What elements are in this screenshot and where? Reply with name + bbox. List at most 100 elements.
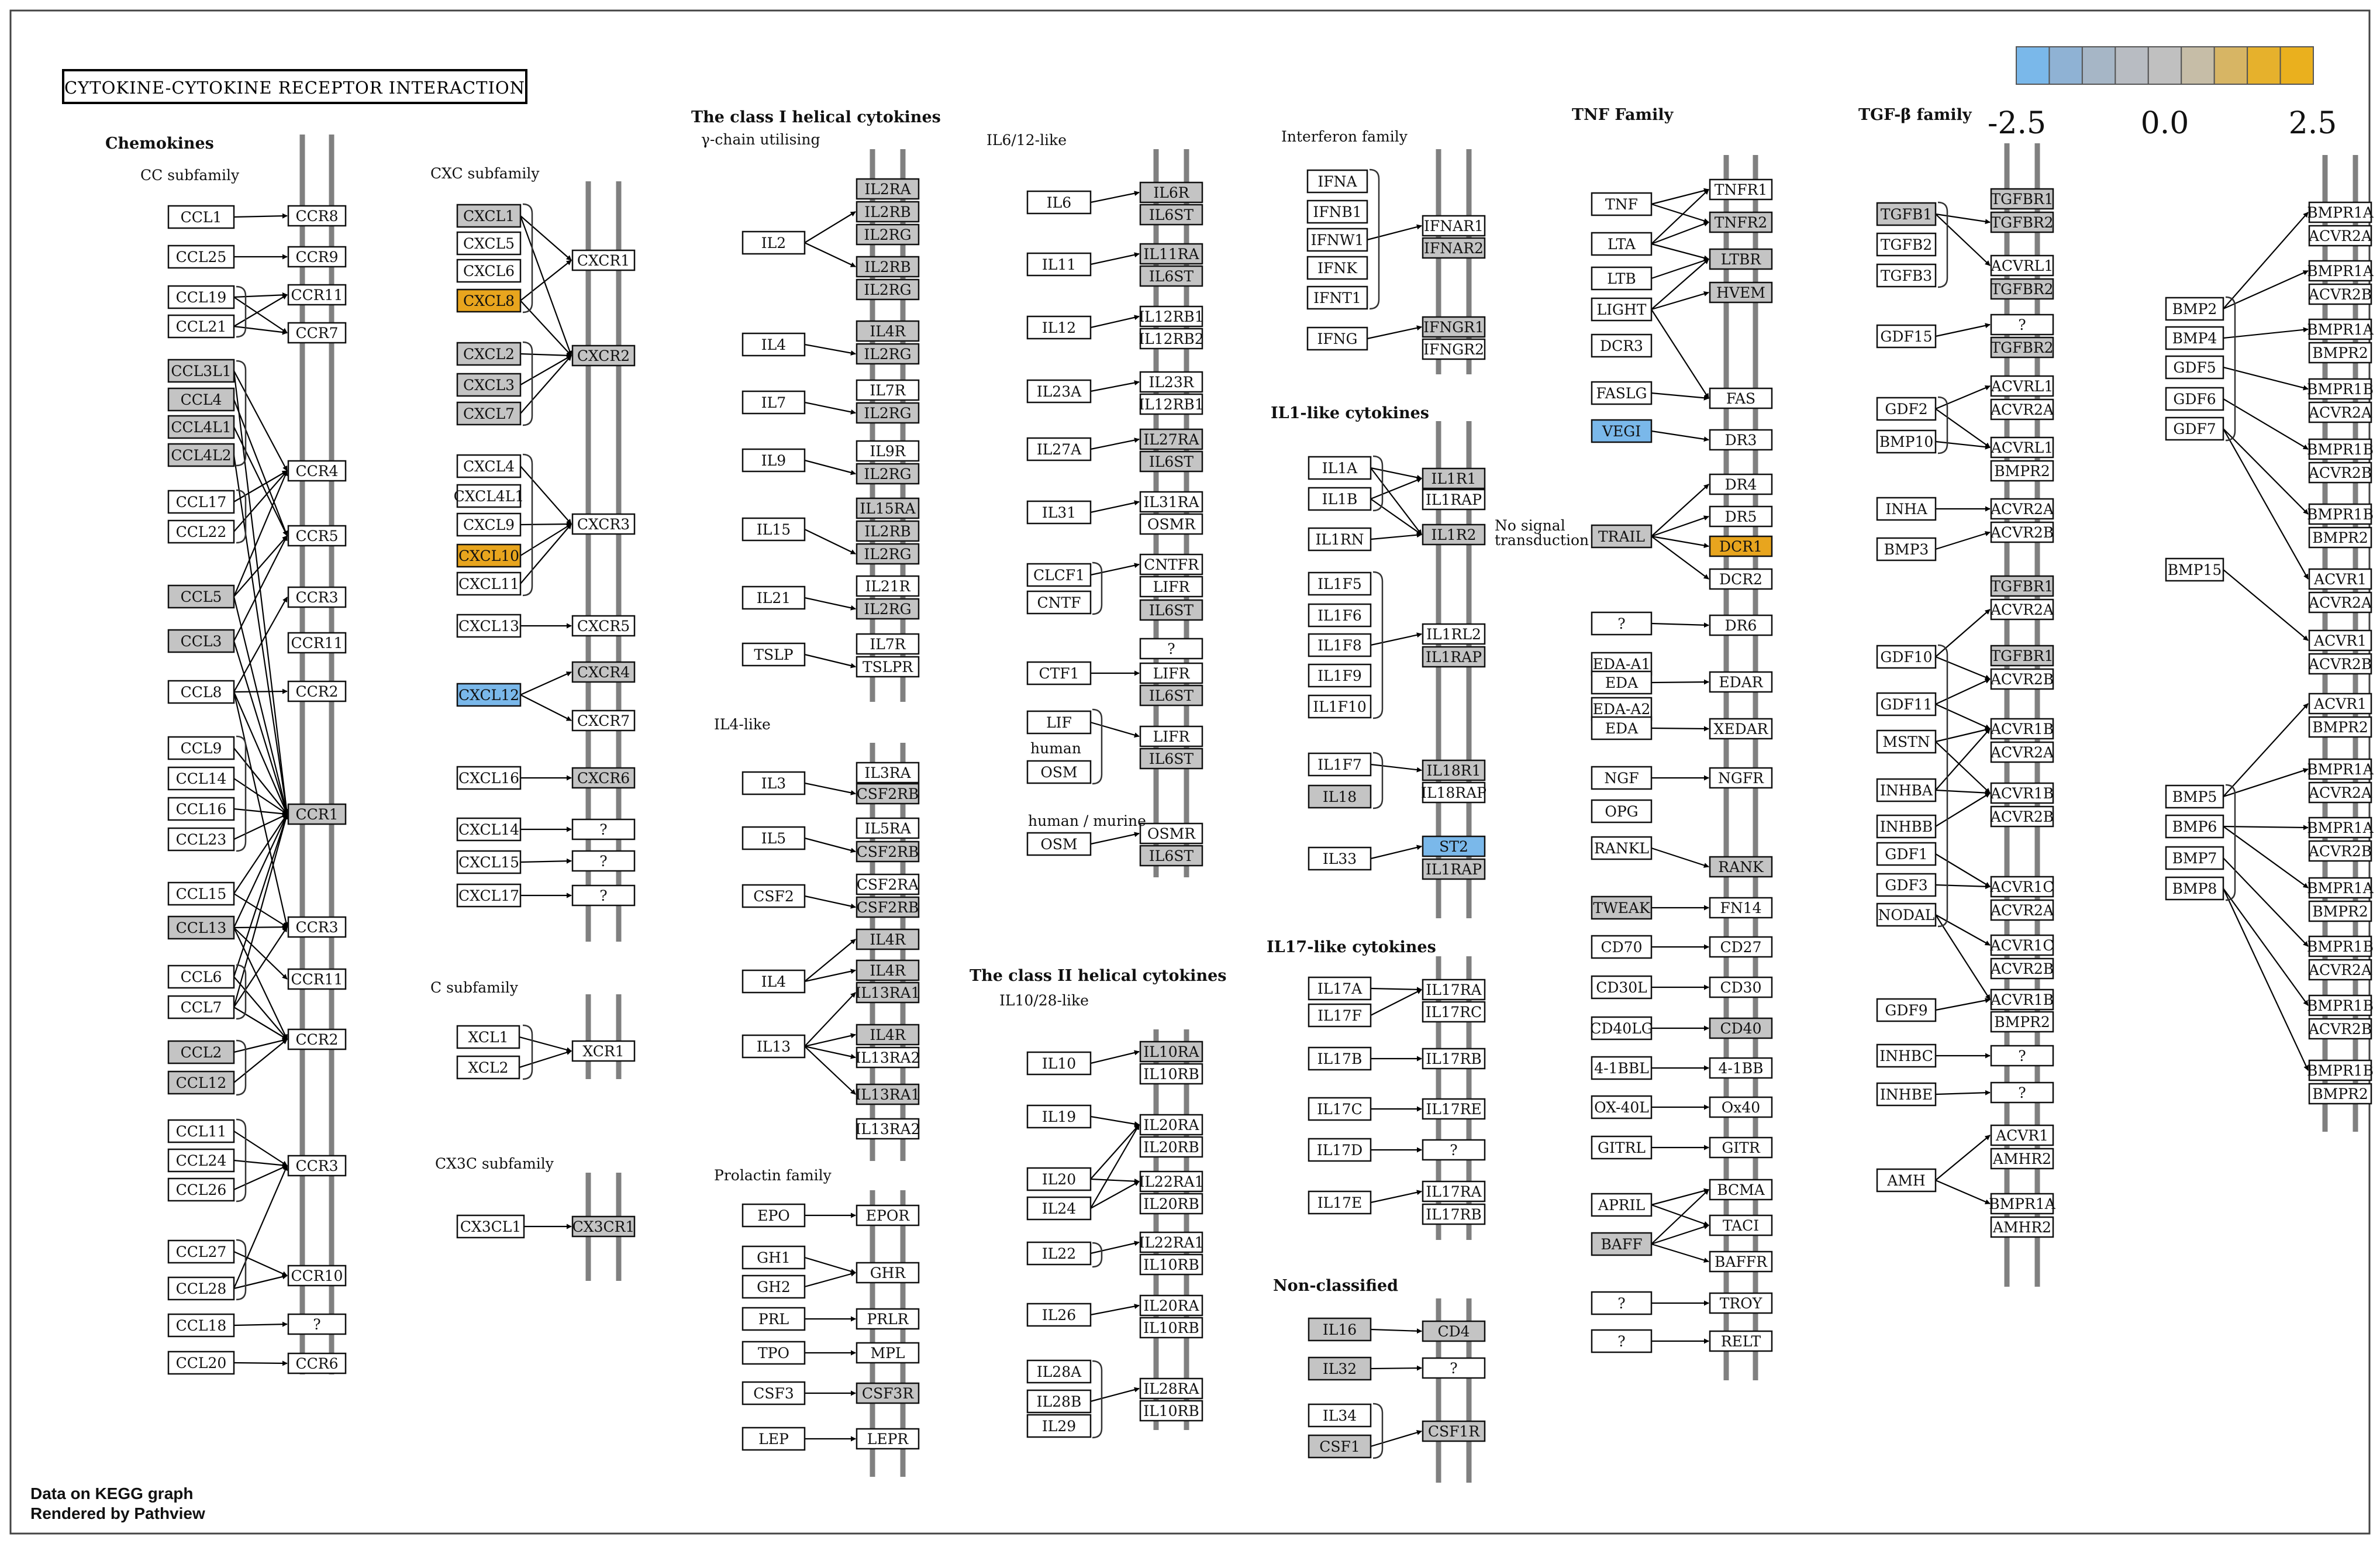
interaction-arrow (233, 927, 288, 980)
receptor-cd40: CD40 (1720, 1020, 1762, 1037)
ligand-gh1: GH1 (757, 1249, 791, 1266)
ligand-gdf10-box (1876, 645, 1937, 669)
receptor-prlr: PRLR (867, 1311, 909, 1328)
ligand-tnf-box (1591, 192, 1653, 216)
receptor-il6st: IL6ST (1149, 206, 1194, 223)
receptor-ccr5: CCR5 (296, 528, 339, 545)
ligand-gdf6: GDF6 (2173, 391, 2216, 408)
ligand-gitrl: GITRL (1598, 1139, 1646, 1156)
interaction-arrow (804, 895, 856, 909)
ligand-gdf10: GDF10 (1880, 649, 1932, 666)
ligand-ifnk-box (1306, 256, 1368, 280)
receptor-il2ra-box (856, 178, 920, 200)
interaction-arrow (1651, 309, 1709, 399)
ligand-gitrl-box (1591, 1135, 1653, 1160)
interaction-arrow (1935, 656, 1991, 680)
section-label-cc-subfamily: CC subfamily (140, 167, 240, 184)
receptor-il10rb-box (1139, 1063, 1203, 1085)
ligand-il20: IL20 (1042, 1171, 1076, 1188)
receptor-il10ra-box (1139, 1040, 1203, 1063)
receptor-cd30-box (1709, 976, 1773, 998)
ligand-gdf15: GDF15 (1880, 328, 1932, 345)
ligand-bracket (1372, 571, 1384, 719)
section-label-c-subfamily: C subfamily (430, 979, 519, 996)
receptor-rank: RANK (1718, 859, 1764, 876)
interaction-arrow (2223, 569, 2309, 641)
receptor-unknown: ? (2018, 316, 2026, 333)
section-label-human-murine: human / murine (1028, 812, 1146, 829)
receptor-acvr2a: ACVR2A (1990, 501, 2054, 518)
receptor-unknown-box (1422, 1357, 1486, 1379)
receptor-acvrl1: ACVRL1 (1991, 439, 2054, 456)
ligand-inhbc: INHBC (1879, 1048, 1933, 1064)
receptor-csf1r: CSF1R (1428, 1423, 1481, 1440)
receptor-il21r-box (856, 575, 920, 597)
ligand-ccl23-box (167, 827, 235, 852)
receptor-bmpr1b-box (2308, 994, 2372, 1017)
ligand-ifnt1: IFNT1 (1313, 290, 1361, 306)
receptor-ccr11: CCR11 (291, 635, 343, 652)
receptor-il21r: IL21R (865, 578, 910, 595)
ligand-bmp10: BMP10 (1879, 433, 1934, 450)
ligand-il17a: IL17A (1317, 980, 1363, 997)
receptor-tgfbr1: TGFBR1 (1991, 578, 2053, 595)
receptor-cd4: CD4 (1437, 1323, 1470, 1340)
receptor-il27ra: IL27RA (1143, 431, 1199, 448)
receptor-il10rb: IL10RB (1143, 1066, 1199, 1083)
ligand-il31-box (1026, 500, 1092, 525)
ligand-il12-box (1026, 315, 1092, 340)
ligand-il28b-box (1026, 1389, 1092, 1414)
footer-line-2: Rendered by Pathview (30, 1504, 205, 1522)
receptor-il23r-box (1139, 371, 1203, 393)
receptor-acvr2b: ACVR2B (2308, 286, 2372, 303)
ligand-tgfb2-box (1876, 232, 1937, 257)
interaction-arrow (520, 353, 572, 359)
ligand-il32-box (1308, 1356, 1372, 1381)
interaction-arrow (233, 976, 288, 1040)
receptor-ccr1: CCR1 (296, 806, 339, 823)
interaction-arrow (1935, 408, 1991, 448)
interaction-arrow (1090, 252, 1140, 266)
ligand-ccl11-box (167, 1119, 235, 1143)
ligand-ccl16-box (167, 797, 235, 821)
ligand-mstn-box (1876, 729, 1937, 754)
interaction-arrow (520, 215, 572, 261)
receptor-il4r: IL4R (870, 323, 906, 340)
receptor-bmpr2: BMPR2 (2312, 903, 2368, 920)
receptor-csf3r-box (856, 1382, 920, 1404)
receptor-csf2rb: CSF2RB (857, 785, 919, 802)
interaction-arrow (1090, 1181, 1140, 1209)
receptor-acvr2a-box (1990, 498, 2054, 520)
ligand-ccl5-box (167, 584, 235, 609)
receptor-cxcr4: CXCR4 (577, 664, 630, 681)
ligand-ccl1: CCL1 (181, 209, 222, 226)
receptor-ccr3-box (287, 1155, 347, 1177)
interaction-arrow (1935, 213, 1991, 225)
interaction-arrow (804, 653, 856, 669)
ligand-cxcl4-box (456, 454, 522, 478)
interaction-arrow (1090, 1124, 1140, 1180)
ligand-bmp3-box (1876, 537, 1937, 561)
interaction-arrow (1370, 467, 1422, 535)
receptor-ccr7-box (287, 322, 347, 344)
receptor-amhr2-box (1990, 1148, 2054, 1170)
receptor-il1r1-box (1422, 467, 1486, 490)
ligand-ccl3l1: CCL3L1 (171, 363, 231, 380)
ligand-cxcl8: CXCL8 (463, 292, 515, 309)
interaction-arrow (233, 294, 288, 327)
receptor-gitr: GITR (1722, 1139, 1761, 1156)
diagram-title: CYTOKINE-CYTOKINE RECEPTOR INTERACTION (64, 78, 525, 98)
ligand-gh2: GH2 (757, 1279, 791, 1296)
ligand-il17f: IL17F (1317, 1007, 1362, 1024)
interaction-arrow (233, 1321, 288, 1327)
ligand-dcr3: DCR3 (1600, 337, 1643, 354)
ligand-il15-box (741, 517, 806, 542)
receptor-ccr6-box (287, 1352, 347, 1374)
receptor-il31ra: IL31RA (1143, 494, 1199, 511)
receptor-acvr2b-box (1990, 521, 2054, 543)
receptor-il2rg: IL2RG (864, 466, 911, 483)
interaction-arrow (1651, 1243, 1709, 1263)
receptor-osmr-box (1139, 513, 1203, 535)
legend-swatch (2016, 46, 2050, 85)
ligand-il1f8-box (1308, 633, 1372, 657)
